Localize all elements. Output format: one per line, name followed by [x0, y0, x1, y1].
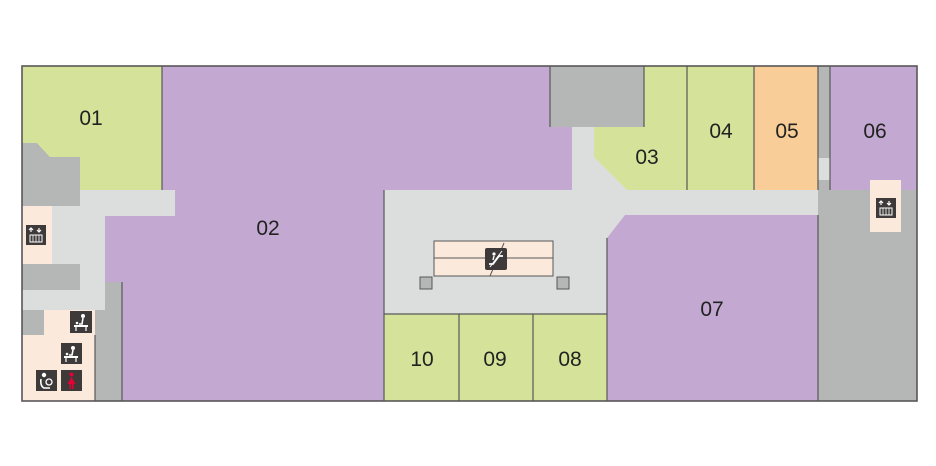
walls — [21, 65, 918, 402]
facility-rooms — [22, 180, 901, 401]
baby-changing-icon[interactable] — [61, 343, 82, 364]
unit-03[interactable] — [594, 66, 687, 190]
unit-label-08: 08 — [558, 348, 581, 371]
baby-changing-icon[interactable] — [70, 311, 92, 333]
unit-label-05: 05 — [775, 120, 798, 143]
womens-restroom-icon[interactable] — [61, 370, 82, 391]
unit-10[interactable] — [384, 314, 459, 401]
unit-label-10: 10 — [410, 348, 433, 371]
unit-label-02: 02 — [256, 217, 279, 240]
corridor-west-vertical — [80, 190, 105, 310]
unit-02[interactable] — [95, 66, 572, 401]
unit-09[interactable] — [459, 314, 533, 401]
unit-label-04: 04 — [709, 120, 733, 143]
pillar — [419, 276, 433, 290]
nursing-room-icon[interactable] — [36, 370, 57, 391]
unit-label-03: 03 — [635, 146, 658, 169]
unit-06[interactable] — [830, 66, 917, 190]
elevator-icon[interactable] — [26, 225, 46, 245]
pillar — [556, 276, 570, 290]
unit-04[interactable] — [687, 66, 754, 190]
unit-05[interactable] — [754, 66, 818, 190]
unit-08[interactable] — [533, 314, 607, 401]
unit-label-06: 06 — [863, 120, 886, 143]
unit-label-07: 07 — [700, 298, 723, 321]
unit-01[interactable] — [22, 66, 162, 190]
escalator-icon[interactable] — [485, 248, 507, 270]
unit-label-01: 01 — [79, 107, 102, 130]
elevator-icon[interactable] — [876, 198, 896, 218]
unit-07[interactable] — [607, 215, 818, 401]
unit-label-09: 09 — [483, 348, 506, 371]
